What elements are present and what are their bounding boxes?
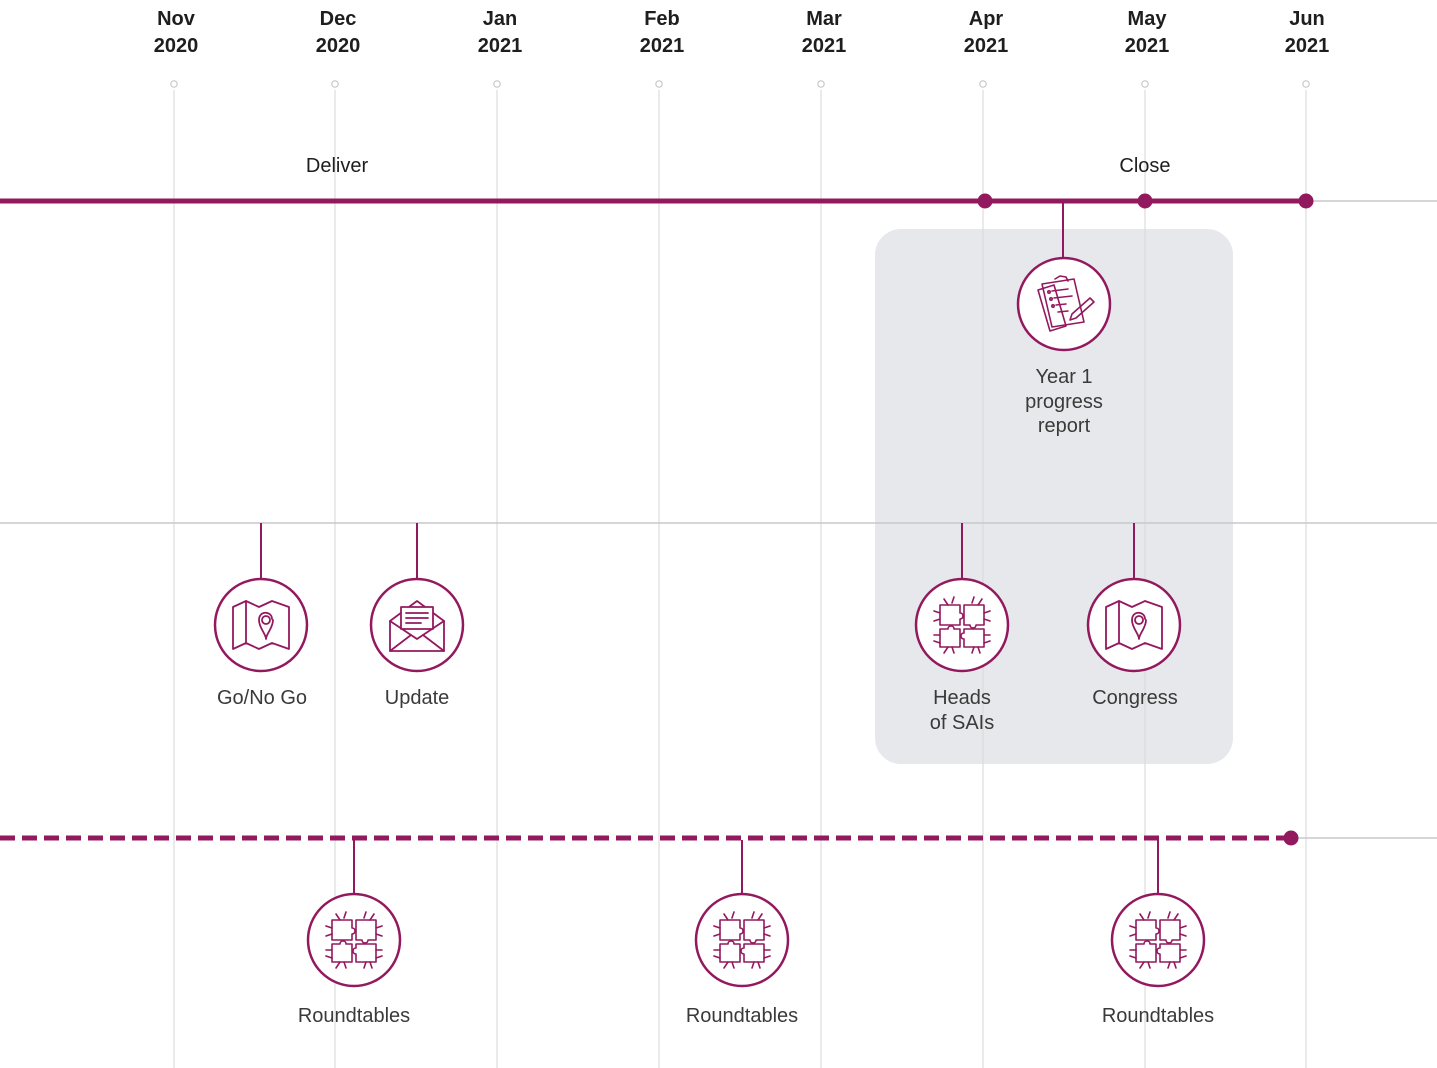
phase-marker-jun bbox=[1298, 193, 1314, 209]
update-label: Update bbox=[384, 687, 450, 709]
phase-label-close: Close bbox=[1119, 155, 1171, 177]
month-tick-markers bbox=[170, 80, 1310, 88]
puzzle-icon bbox=[1110, 892, 1206, 988]
roundtables-label-3: Roundtables bbox=[1101, 1005, 1215, 1027]
clipboard-icon bbox=[1016, 256, 1112, 352]
puzzle-icon bbox=[914, 577, 1010, 673]
congress-label: Congress bbox=[1092, 687, 1178, 709]
puzzle-icon bbox=[306, 892, 402, 988]
update-node bbox=[369, 577, 465, 673]
roundtables-node-1 bbox=[306, 892, 402, 988]
go-no-go-node bbox=[213, 577, 309, 673]
go-no-go-label: Go/No Go bbox=[216, 687, 308, 709]
roundtables-node-3 bbox=[1110, 892, 1206, 988]
heads-of-sais-label: Heads of SAIs bbox=[929, 687, 995, 734]
progress-report-node bbox=[1016, 256, 1112, 352]
phase-marker-apr bbox=[977, 193, 993, 209]
map-pin-icon bbox=[213, 577, 309, 673]
roundtables-label-2: Roundtables bbox=[685, 1005, 799, 1027]
map-pin-icon bbox=[1086, 577, 1182, 673]
envelope-icon bbox=[369, 577, 465, 673]
roundtables-node-2 bbox=[694, 892, 790, 988]
heads-of-sais-node bbox=[914, 577, 1010, 673]
progress-report-label: Year 1 progress report bbox=[1025, 366, 1103, 437]
phase-marker-may bbox=[1137, 193, 1153, 209]
event-connectors bbox=[260, 203, 1159, 893]
puzzle-icon bbox=[694, 892, 790, 988]
roundtables-label-1: Roundtables bbox=[297, 1005, 411, 1027]
roundtables-end-marker bbox=[1283, 830, 1299, 846]
phase-label-deliver: Deliver bbox=[305, 155, 369, 177]
congress-node bbox=[1086, 577, 1182, 673]
